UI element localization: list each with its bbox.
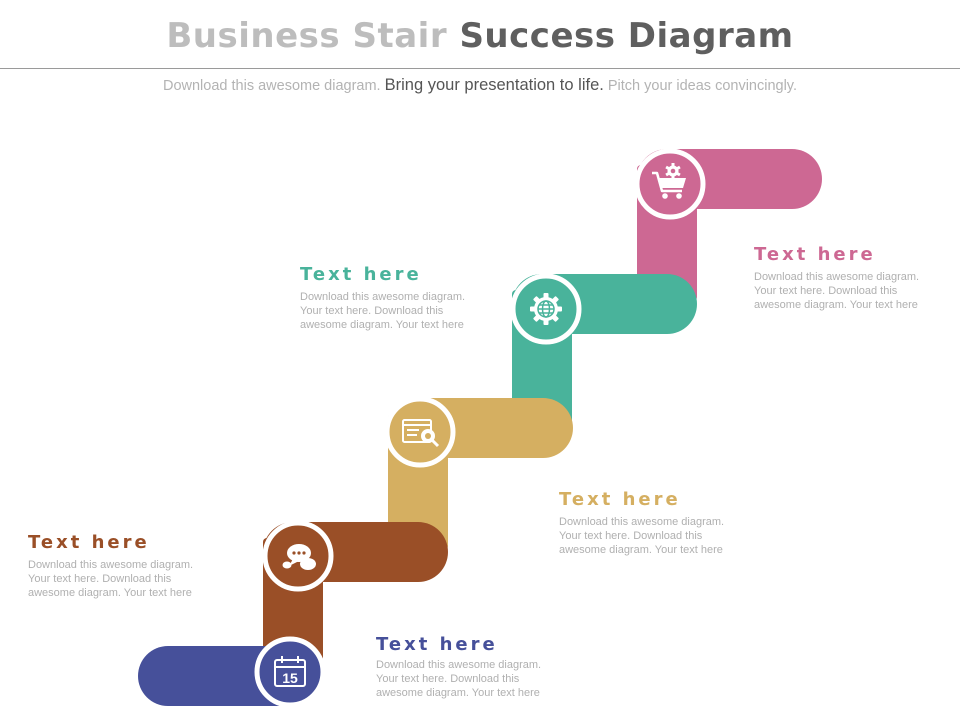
label-step-3: Text here Download this awesome diagram.… bbox=[559, 489, 759, 557]
subtitle-part-2: Bring your presentation to life. bbox=[384, 76, 604, 94]
stair-treads bbox=[138, 149, 822, 706]
step-4-node bbox=[510, 273, 582, 345]
label-step-4: Text here Download this awesome diagram.… bbox=[300, 264, 500, 332]
shopping-cart-gear-icon bbox=[652, 163, 686, 199]
step-1-node: 15 bbox=[254, 636, 326, 708]
label-step-5: Text here Download this awesome diagram.… bbox=[754, 244, 954, 312]
step-2-node bbox=[262, 520, 334, 592]
label-body: Download this awesome diagram. Your text… bbox=[28, 559, 194, 599]
label-body: Download this awesome diagram. Your text… bbox=[300, 291, 466, 331]
label-body: Download this awesome diagram. Your text… bbox=[754, 271, 920, 311]
subtitle-part-3: Pitch your ideas convincingly. bbox=[607, 78, 798, 94]
title-part-light: Business Stair bbox=[166, 16, 448, 56]
title-part-dark: Success Diagram bbox=[459, 16, 794, 56]
label-heading: Text here bbox=[754, 244, 876, 265]
label-heading: Text here bbox=[300, 264, 422, 285]
label-step-2: Text here Download this awesome diagram.… bbox=[28, 532, 228, 600]
label-heading: Text here bbox=[28, 532, 150, 553]
page-title: Business Stair Success Diagram bbox=[0, 14, 960, 58]
step-5-node bbox=[634, 148, 706, 220]
label-step-1: Text here Download this awesome diagram.… bbox=[376, 634, 576, 700]
calendar-icon bbox=[274, 656, 306, 687]
calendar-day-number: 15 bbox=[282, 670, 298, 686]
chat-bubbles-icon bbox=[282, 544, 316, 570]
header-divider bbox=[0, 68, 960, 69]
label-body: Download this awesome diagram. Your text… bbox=[376, 659, 542, 699]
browser-search-icon bbox=[402, 419, 440, 448]
label-body: Download this awesome diagram. Your text… bbox=[559, 516, 725, 556]
subtitle-part-1: Download this awesome diagram. bbox=[162, 78, 381, 94]
label-heading: Text here bbox=[376, 634, 498, 655]
step-3-node bbox=[384, 396, 456, 468]
label-heading: Text here bbox=[559, 489, 681, 510]
globe-gear-icon bbox=[530, 293, 562, 325]
subtitle: Download this awesome diagram. Bring you… bbox=[0, 75, 960, 96]
